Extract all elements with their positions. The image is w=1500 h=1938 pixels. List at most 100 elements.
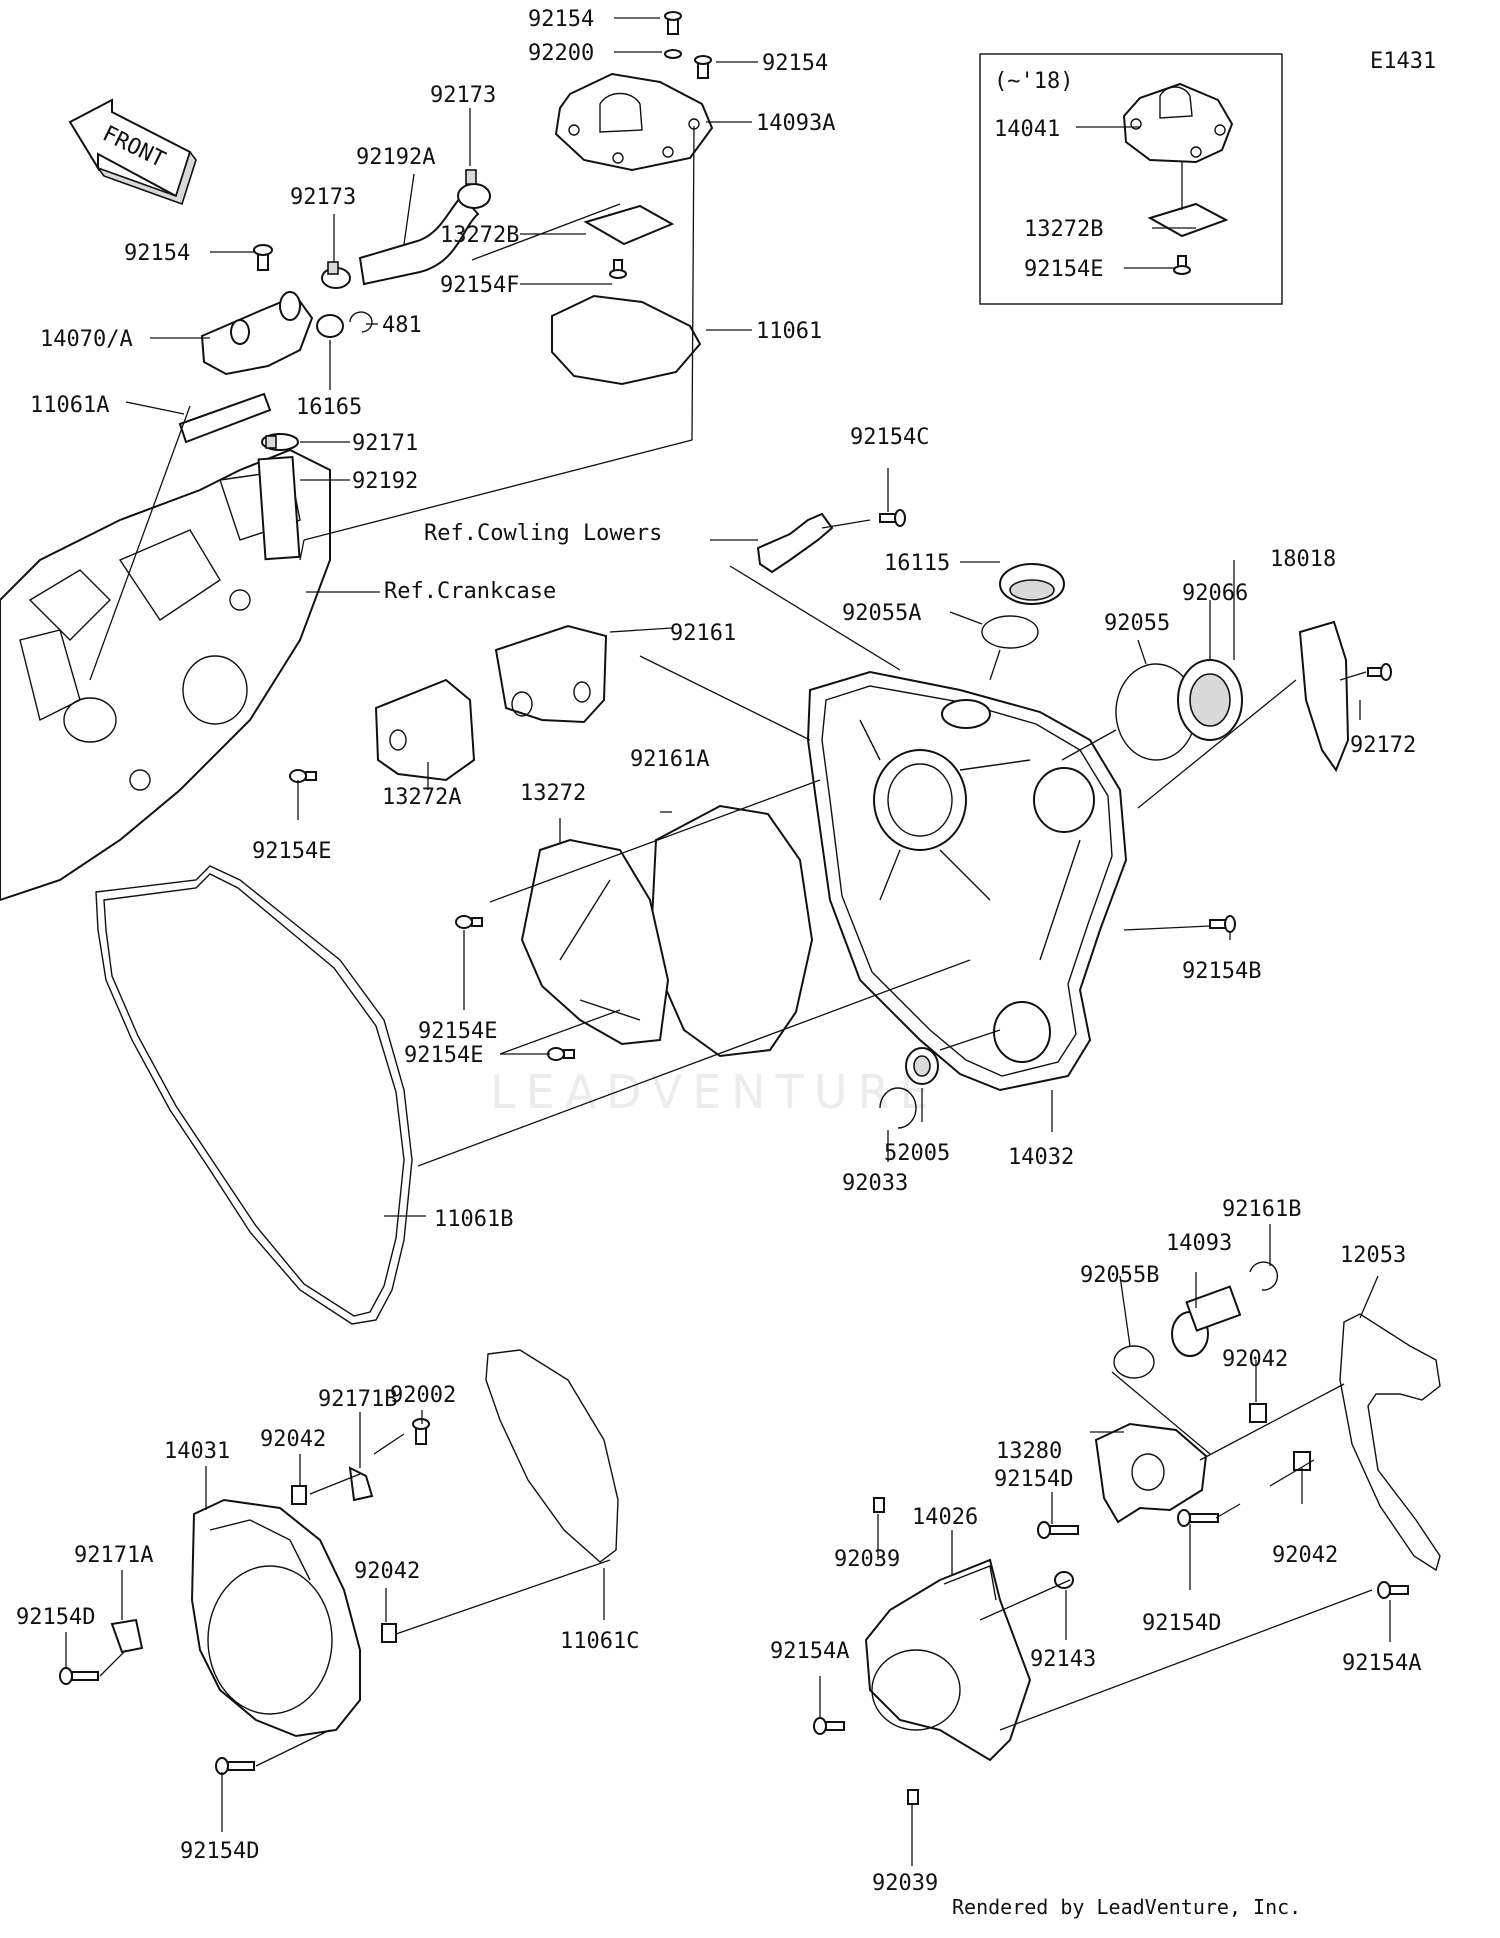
cowling-bracket: [756, 512, 834, 574]
cover-18018: [1298, 620, 1350, 773]
bolt-92154D-r2-icon: [1177, 1509, 1219, 1527]
gasket-11061B: [95, 865, 413, 1325]
label-92154A-left: 92154A: [770, 1639, 849, 1664]
shaft-14093: [1171, 1285, 1242, 1357]
water-hose-92192A: [358, 194, 480, 286]
part-labels: 92154 92200 92154 14093A 92173 92192A 92…: [16, 7, 1421, 1896]
bolt-92154B-icon: [1209, 915, 1236, 933]
label-14041: 14041: [994, 117, 1060, 142]
label-92143: 92143: [1030, 1647, 1096, 1672]
bolt-92154A-l-icon: [813, 1717, 845, 1735]
pump-body-13280: [1094, 1422, 1208, 1524]
bolt-92002-icon: [412, 1418, 430, 1445]
label-92154D-l2: 92154D: [180, 1839, 259, 1864]
crankcase-ref: [0, 448, 331, 902]
sprocket-cover-14026: [864, 1558, 1032, 1762]
label-92039-a: 92039: [834, 1547, 900, 1572]
clip-92039-b-icon: [907, 1789, 919, 1805]
bolt-92154E-b-icon: [455, 915, 483, 929]
label-92154D-r1: 92154D: [994, 1467, 1073, 1492]
ref-cowling-lowers: Ref.Cowling Lowers: [424, 521, 662, 546]
insulator-92161: [494, 624, 608, 724]
label-13272B-inset: 13272B: [1024, 217, 1103, 242]
inset-bolt-icon: [1173, 255, 1191, 275]
label-92161B: 92161B: [1222, 1197, 1301, 1222]
label-92055: 92055: [1104, 611, 1170, 636]
hose-clamp-92171: [261, 433, 299, 451]
label-92154E-inset: 92154E: [1024, 257, 1103, 282]
clamp-92171B-icon: [348, 1466, 374, 1502]
oil-seal-52005: [905, 1047, 939, 1085]
label-18018: 18018: [1270, 547, 1336, 572]
label-14032: 14032: [1008, 1145, 1074, 1170]
cover-13272A: [374, 678, 476, 782]
bolt-92154D-l1-icon: [59, 1667, 99, 1685]
label-92154D-l1: 92154D: [16, 1605, 95, 1630]
label-92033: 92033: [842, 1171, 908, 1196]
label-11061: 11061: [756, 319, 822, 344]
label-92173-a: 92173: [430, 83, 496, 108]
label-92154F: 92154F: [440, 273, 519, 298]
dowel-92042-r1-icon: [1249, 1403, 1267, 1423]
cover-13272: [520, 838, 670, 1046]
bolt-92154F-icon: [609, 259, 627, 279]
circlip-481: [349, 311, 373, 333]
label-92154E-a: 92154E: [252, 839, 331, 864]
label-92055A: 92055A: [842, 601, 921, 626]
bolt-92172-icon: [1367, 663, 1392, 681]
circlip-92033: [879, 1087, 917, 1129]
inset-gasket: [1147, 202, 1229, 238]
label-92042-r2: 92042: [1272, 1543, 1338, 1568]
label-92042-l1: 92042: [260, 1427, 326, 1452]
bolt-92154D-l2-icon: [215, 1757, 255, 1775]
label-11061B: 11061B: [434, 1207, 513, 1232]
dowel-92042-l2-icon: [381, 1623, 397, 1643]
washer-92200: [664, 49, 682, 59]
label-14070A: 14070/A: [40, 327, 133, 352]
label-14026: 14026: [912, 1505, 978, 1530]
bolt-92154C-icon: [879, 509, 906, 527]
clamp-92171A-icon: [110, 1618, 144, 1654]
label-52005: 52005: [884, 1141, 950, 1166]
label-92154-top: 92154: [528, 7, 594, 32]
clip-92039-a-icon: [873, 1497, 885, 1513]
label-92055B: 92055B: [1080, 1263, 1159, 1288]
label-92171B: 92171B: [318, 1387, 397, 1412]
label-92039-b: 92039: [872, 1871, 938, 1896]
hose-clamp-92173-b: [321, 261, 351, 289]
footer-credit: Rendered by LeadVenture, Inc.: [952, 1895, 1301, 1919]
gasket-11061C: [485, 1349, 619, 1563]
bolt-92154-top-icon: [664, 11, 682, 35]
label-92154B: 92154B: [1182, 959, 1261, 984]
label-92154-right: 92154: [762, 51, 828, 76]
inset-box: [979, 53, 1283, 305]
bolt-92154E-c-icon: [547, 1047, 575, 1061]
label-92192: 92192: [352, 469, 418, 494]
label-92161: 92161: [670, 621, 736, 646]
thermostat-16165: [316, 314, 344, 338]
oil-filler-cap-16115: [999, 563, 1065, 605]
bolt-92154-left-icon: [253, 244, 273, 271]
label-11061C: 11061C: [560, 1629, 639, 1654]
water-pump-cover-14093A: [554, 72, 714, 172]
leader-lines: [65, 17, 1391, 1866]
label-92200: 92200: [528, 41, 594, 66]
bracket-12053: [1339, 1313, 1441, 1572]
label-14093A: 14093A: [756, 111, 835, 136]
circlip-92161B: [1249, 1261, 1279, 1291]
insulator-92161A: [650, 804, 814, 1058]
label-13280: 13280: [996, 1439, 1062, 1464]
label-92042-l2: 92042: [354, 1559, 420, 1584]
thermostat-housing: [200, 291, 314, 376]
label-92192A: 92192A: [356, 145, 435, 170]
o-ring-92055A: [981, 615, 1039, 649]
oil-level-gauge-92066: [1177, 659, 1243, 741]
diagram-id: E1431: [1370, 49, 1436, 74]
gasket-13272B: [583, 204, 675, 246]
label-14093: 14093: [1166, 1231, 1232, 1256]
water-hose-92192: [257, 455, 301, 561]
front-arrow-icon: [68, 98, 197, 206]
label-92066: 92066: [1182, 581, 1248, 606]
gasket-11061: [551, 294, 702, 386]
